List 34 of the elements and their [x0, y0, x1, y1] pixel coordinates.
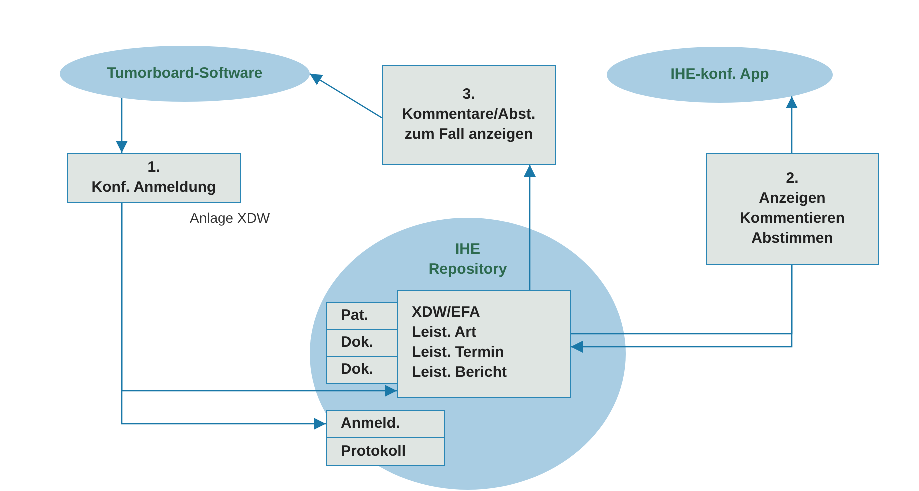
node-label: Dok. [341, 333, 374, 353]
step-number: 2. [786, 169, 799, 189]
step-number: 1. [148, 158, 160, 178]
node-label: Protokoll [341, 442, 406, 462]
node-label: Anmeld. [341, 414, 400, 434]
process-box [326, 356, 398, 384]
node-label: Dok. [341, 360, 374, 380]
node-label: Pat. [341, 306, 369, 326]
process-box [326, 437, 445, 466]
process-box [67, 153, 241, 203]
node-label: Anzeigen Kommentieren Abstimmen [738, 189, 846, 249]
step-number: 3. [462, 85, 476, 105]
node-label: IHE-konf. App [670, 65, 770, 85]
node-label: Konf. Anmeldung [92, 178, 216, 198]
node-label: Tumorboard-Software [107, 64, 263, 84]
node-label: XDW/EFA [412, 303, 480, 323]
connector-arrow [786, 96, 798, 153]
process-box [326, 329, 398, 357]
connector-arrow [571, 265, 793, 353]
node-label: Leist. Art [412, 323, 476, 343]
node-label: Kommentare/Abst. zum Fall anzeigen [401, 105, 537, 145]
process-box [397, 290, 571, 398]
connector-arrow [121, 203, 326, 430]
process-box [326, 410, 445, 438]
connector-arrow [310, 73, 382, 119]
node-label: IHE Repository [428, 240, 508, 280]
node-label: Leist. Bericht [412, 363, 508, 383]
process-box [326, 302, 398, 330]
process-box [382, 65, 556, 165]
node-label: Leist. Termin [412, 343, 504, 363]
process-box [706, 153, 879, 265]
annotation-text: Anlage XDW [190, 210, 270, 226]
connector-arrow [116, 98, 128, 153]
connector-arrow [524, 165, 536, 290]
